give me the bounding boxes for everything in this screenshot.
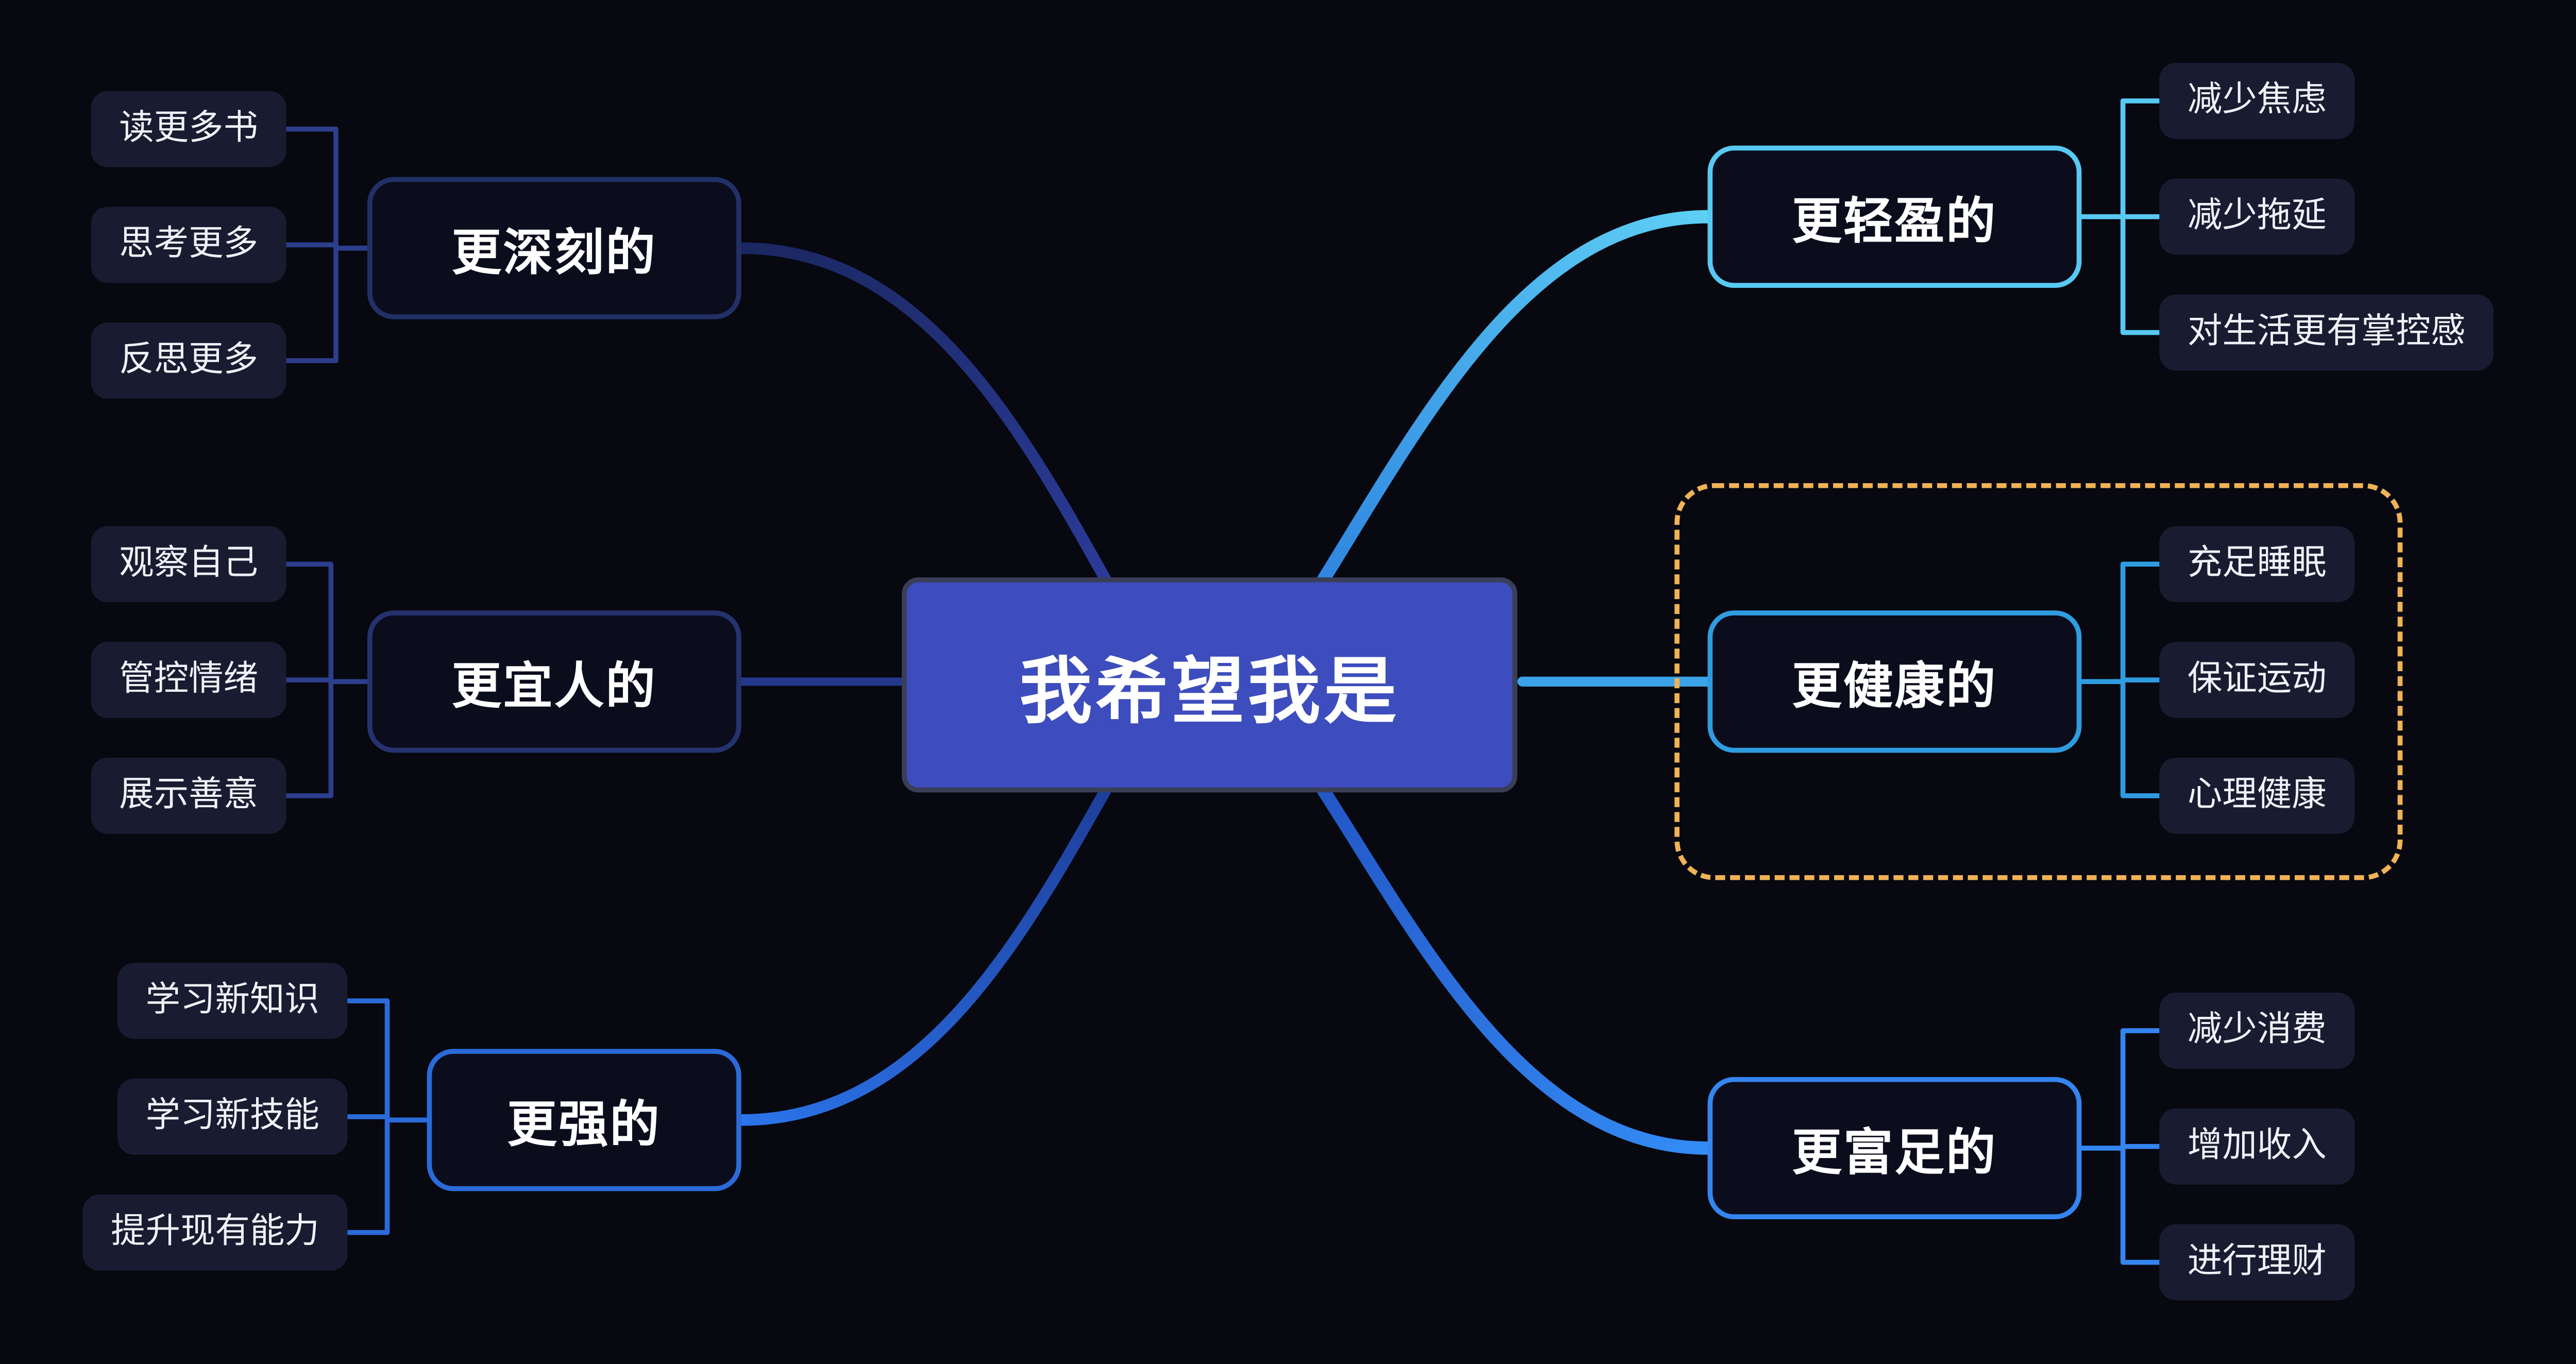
link-root-rich xyxy=(1317,784,1715,1155)
child-node-healthy-2[interactable]: 心理健康 xyxy=(2159,757,2355,834)
branch-node-light[interactable]: 更轻盈的 xyxy=(1707,145,2082,288)
branch-node-strong[interactable]: 更强的 xyxy=(427,1049,741,1191)
child-node-strong-1[interactable]: 学习新技能 xyxy=(117,1079,348,1155)
child-node-rich-0[interactable]: 减少消费 xyxy=(2159,993,2355,1069)
link-root-deep xyxy=(735,242,1111,585)
bracket-rich-children xyxy=(2079,1028,2162,1265)
child-node-deep-0[interactable]: 读更多书 xyxy=(91,91,286,167)
branch-node-rich[interactable]: 更富足的 xyxy=(1707,1077,2082,1220)
child-node-light-0[interactable]: 减少焦虑 xyxy=(2159,63,2355,139)
child-node-strong-2[interactable]: 提升现有能力 xyxy=(82,1194,348,1271)
child-node-rich-1[interactable]: 增加收入 xyxy=(2159,1108,2355,1185)
child-node-rich-2[interactable]: 进行理财 xyxy=(2159,1224,2355,1301)
bracket-strong-children xyxy=(345,998,430,1235)
bracket-healthy-children xyxy=(2079,561,2162,798)
branch-node-healthy[interactable]: 更健康的 xyxy=(1707,610,2082,753)
child-node-deep-1[interactable]: 思考更多 xyxy=(91,207,286,283)
bracket-pleasant-children xyxy=(283,561,370,798)
child-node-pleasant-1[interactable]: 管控情绪 xyxy=(91,642,286,718)
link-root-light xyxy=(1317,210,1715,586)
child-node-deep-2[interactable]: 反思更多 xyxy=(91,322,286,399)
root-node[interactable]: 我希望我是 xyxy=(902,577,1518,793)
child-node-healthy-0[interactable]: 充足睡眠 xyxy=(2159,526,2355,603)
child-node-healthy-1[interactable]: 保证运动 xyxy=(2159,642,2355,718)
child-node-strong-0[interactable]: 学习新知识 xyxy=(117,963,348,1039)
child-node-light-2[interactable]: 对生活更有掌控感 xyxy=(2159,294,2494,371)
bracket-light-children xyxy=(2079,98,2162,335)
child-node-pleasant-2[interactable]: 展示善意 xyxy=(91,757,286,834)
healthy-group-outline xyxy=(1674,483,2403,880)
branch-node-pleasant[interactable]: 更宜人的 xyxy=(367,610,741,753)
child-node-light-1[interactable]: 减少拖延 xyxy=(2159,178,2355,255)
child-node-pleasant-0[interactable]: 观察自己 xyxy=(91,526,286,603)
link-root-strong xyxy=(735,785,1111,1126)
bracket-deep-children xyxy=(283,126,370,363)
branch-node-deep[interactable]: 更深刻的 xyxy=(367,177,741,319)
